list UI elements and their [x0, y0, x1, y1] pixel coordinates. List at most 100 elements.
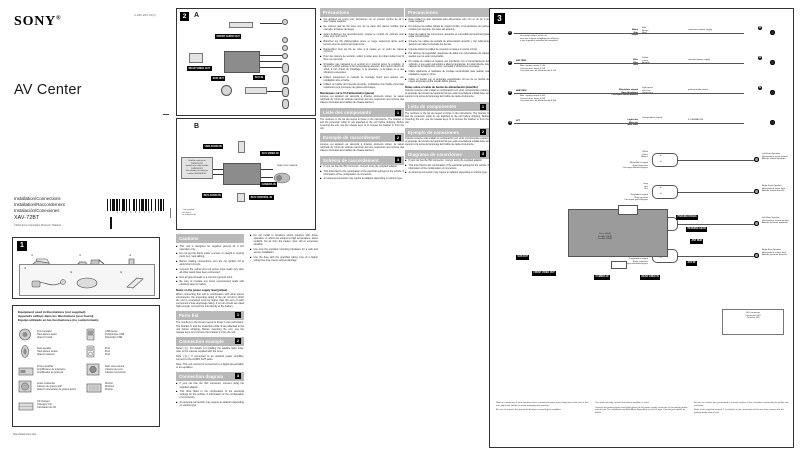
precaution-item-fr: Avant d'effectuer les raccordements, cou… — [320, 33, 404, 40]
connection-diagram-heading-text-es: Diagrama de conexiones — [408, 151, 462, 157]
connection-diagram-number: 3 — [235, 373, 241, 380]
panel-note: Note on connection: If your speakers hav… — [496, 402, 589, 407]
part-index-3: ③ — [129, 254, 132, 257]
precaution-item-fr: Cet appareil est conçu pour fonctionner … — [320, 18, 404, 25]
cautions-list: This unit is designed for negative groun… — [176, 245, 244, 287]
monitor-a — [189, 53, 203, 63]
right-pin-number: ⑧ — [758, 26, 762, 30]
precautions-heading-es: Precauciones — [405, 8, 489, 17]
parts-illustration-box: 1 ① ② ③ ④ ⑤ ⑥ — [12, 237, 160, 299]
equipment-label-fr: Changeur CD — [37, 402, 52, 406]
diagram-and-english-column: 2 A FRONT AUDIO OUT REAR VIDEO OUT SUB O… — [172, 0, 320, 456]
connection-example-panel-a: 2 A FRONT AUDIO OUT REAR VIDEO OUT SUB O… — [176, 8, 316, 116]
precaution-item-es: Por razones de seguridad, asegúrese de a… — [405, 52, 489, 59]
equipment-label-en: USB device — [105, 329, 118, 333]
english-text-block: Cautions This unit is designed for negat… — [176, 234, 318, 409]
equipment-label-es: Altavoz frontal — [37, 335, 53, 339]
unit-callout: FRONT VIDEO OUT — [532, 271, 557, 276]
precautions-heading-fr: Précautions — [320, 8, 404, 17]
precaution-item-es: Utilice un fusible con el amperaje espec… — [405, 78, 489, 85]
parts-list-number-es: 1 — [480, 103, 486, 110]
power-lead-text-es: Cuando conecte esta unidad en combinació… — [405, 89, 489, 99]
wire-terminal-label: ANT REM — [516, 60, 526, 62]
head-unit-a — [224, 51, 260, 73]
equipment-label-en: Monitor — [105, 382, 113, 386]
connection-diagram-item: An antenna connection may require an ada… — [176, 401, 244, 407]
parts-list-number: 1 — [235, 312, 241, 319]
copyright-line: ©2011 Sony Corporation Printed in Thaila… — [14, 224, 61, 227]
callout-camera-in: CAMERA IN — [260, 182, 278, 187]
french-column: Précautions Cet appareil est conçu pour … — [320, 8, 404, 448]
power-lead-text: When connecting this unit in combination… — [176, 292, 245, 308]
protection-collar-illustration — [76, 277, 98, 289]
precaution-item-fr: Rassemblez tous les fils de mise à la ma… — [320, 48, 404, 55]
speaker-terminal — [754, 157, 759, 162]
subtitle-en: Installation/Connections — [14, 196, 61, 201]
caution-item: Connect the yellow and red power input l… — [176, 268, 244, 274]
subtitle-es: Instalación/Conexiones — [14, 208, 60, 214]
equipment-label-es: Altavoz posterior — [37, 353, 55, 357]
caution-item: Do not get the leads under a screw, or c… — [176, 252, 244, 258]
equipment-label-es: Monitor — [105, 388, 113, 392]
part-index-1: ① — [31, 254, 34, 257]
unit-callout: PARKING BRAKE — [676, 215, 699, 220]
wire-pin-number: 3 — [508, 91, 512, 95]
equipment-label-en: iPod — [105, 347, 110, 351]
connection-example-heading: 2 Connection example — [176, 336, 244, 346]
connection-diagram-number-es: 3 — [480, 151, 486, 158]
front-speaker-icon — [18, 328, 34, 341]
satellite-tuner-note: Satellite radio tuner (XM/SIRIUS)* Synto… — [185, 160, 209, 175]
sony-url: http://www.sony.net/ — [13, 433, 37, 436]
connection-diagram-heading: 3 Connection diagram — [176, 371, 244, 381]
unit-callout: SUB OUT — [516, 255, 530, 260]
precaution-item-fr: N'installez pas l'appareil à un endroit … — [320, 63, 404, 76]
equipment-label-en: Front speaker — [37, 329, 52, 333]
english-right-column: Do not install in locations which interf… — [250, 234, 318, 409]
part-index-2: ② — [79, 254, 82, 257]
connection-diagram-heading-fr: 3 Schéma de raccordement — [320, 155, 404, 165]
equipment-label-fr: Haut-parleur avant — [37, 332, 57, 336]
connection-example-heading-text: Connection example — [179, 338, 224, 344]
document-code: 4-296-200-31(1) — [134, 14, 156, 17]
power-lead-subheading-es: Notas sobre el cable de fuente de alimen… — [405, 86, 478, 90]
connection-example-number: 2 — [235, 338, 241, 345]
monitor-icon — [86, 380, 102, 393]
connection-diagram-item: This drive fitted to the combination of … — [176, 390, 244, 399]
equipment-label-fr: Amplificateur de puissance — [37, 367, 66, 371]
usb-device-icon — [86, 328, 102, 341]
unit-callout: REVERSE GEAR — [686, 227, 708, 232]
panel-note: Refer to the supplied manual ③ for detai… — [694, 409, 784, 415]
notes-column: The alarm will only sound if the built-i… — [595, 402, 690, 417]
barcode-bars — [107, 199, 165, 229]
iso-connector-note: ISO connector Connecteur ISO Conector IS… — [745, 312, 761, 320]
speaker-connector-pair — [652, 185, 678, 199]
parts-list-text: The numbers in the list are keyed to tho… — [176, 321, 244, 334]
connection-diagram-item-fr: If your car has the ISO connector, conne… — [320, 165, 404, 169]
equipment-label-fr: Moniteur — [105, 385, 115, 389]
connection-example-note: Note (Ⓑ): If connected to an optional po… — [176, 355, 244, 362]
caution-item: Use only the supplied mounting hardware … — [250, 248, 318, 254]
unit-callout: AUX IN — [686, 261, 697, 266]
caution-item: Run all ground leads to a common ground … — [176, 276, 244, 279]
rear-view-camera-illustration — [273, 172, 291, 184]
connection-diagram-list-es: If your car has the ISO connector, conne… — [405, 159, 489, 175]
connection-example-note: Note: This unit cannot be connected to a… — [176, 362, 244, 369]
equipment-label-en: Power amplifier — [37, 364, 54, 368]
precaution-item-es: No instale la unidad en lugares que inte… — [405, 60, 489, 70]
model-number: XAV-72BT — [14, 215, 40, 221]
connection-example-text-fr: Lorsque cet appareil est raccordé à d'au… — [320, 142, 404, 152]
connection-diagram-number-fr: 3 — [395, 157, 401, 164]
right-wire-note: switched power supply — [688, 59, 711, 61]
